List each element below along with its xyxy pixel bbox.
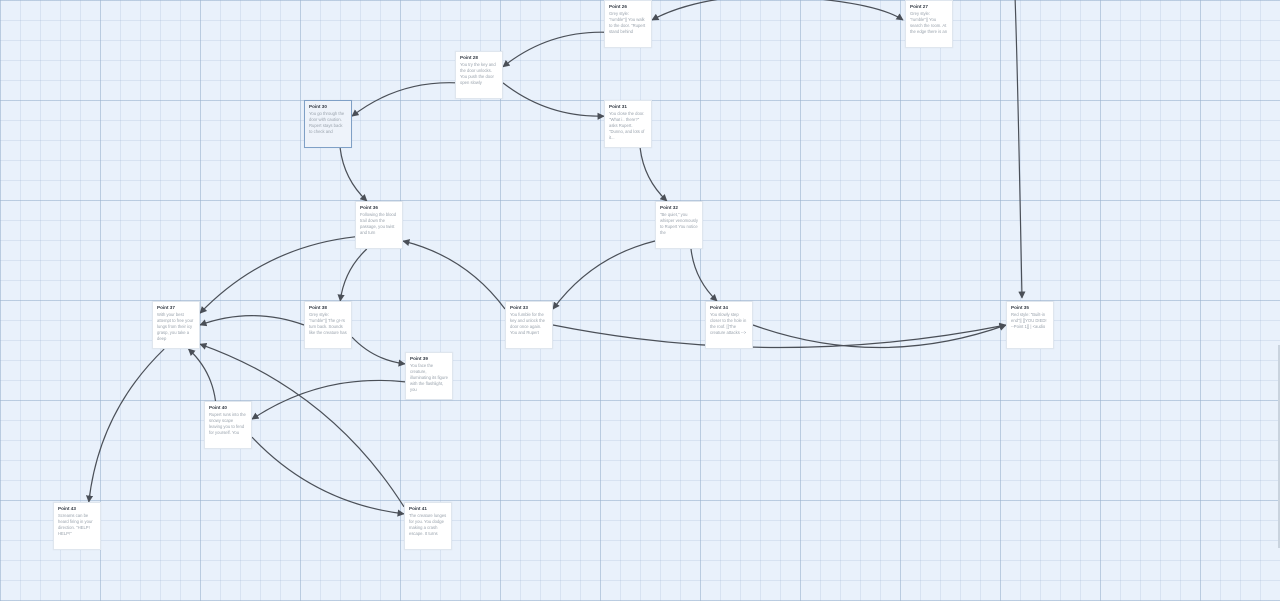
passage-title: Point 28 bbox=[460, 55, 478, 60]
passage-card-point-37[interactable]: Point 37 With your best attempt to free … bbox=[152, 301, 200, 349]
passage-link bbox=[339, 147, 368, 202]
passage-card-point-32[interactable]: Point 32 "Be quiet," you whisper venomou… bbox=[655, 201, 703, 249]
passage-card-point-34[interactable]: Point 34 You slowly step closer to the h… bbox=[705, 301, 753, 349]
passage-title: Point 38 bbox=[309, 305, 327, 310]
passage-card-point-39[interactable]: Point 39 You face the creature, illumina… bbox=[405, 352, 453, 400]
passage-title: Point 40 bbox=[209, 405, 227, 410]
passage-title: Point 31 bbox=[609, 104, 627, 109]
passage-card-point-35[interactable]: Point 35 Red style: "Built-in end"|| [[Y… bbox=[1006, 301, 1054, 349]
passage-excerpt: Screams can be heard firing in your dire… bbox=[58, 513, 93, 536]
passage-link bbox=[251, 436, 405, 517]
passage-link bbox=[502, 82, 605, 120]
passage-card-point-43[interactable]: Point 43 Screams can be heard firing in … bbox=[53, 502, 101, 550]
passage-title: Point 35 bbox=[1011, 305, 1029, 310]
passage-link bbox=[651, 0, 718, 21]
passage-card-point-38[interactable]: Point 38 Grey style: "rumble"|| The gr-r… bbox=[304, 301, 352, 349]
passage-excerpt: You face the creature, illuminating its … bbox=[410, 363, 448, 392]
passage-link bbox=[502, 31, 605, 68]
passage-link bbox=[552, 322, 1007, 349]
passage-link bbox=[1014, 0, 1026, 299]
passage-link bbox=[351, 82, 456, 117]
vertical-scrollbar[interactable] bbox=[1278, 345, 1280, 548]
passage-title: Point 36 bbox=[360, 205, 378, 210]
passage-link bbox=[402, 239, 506, 310]
passage-card-point-33[interactable]: Point 33 You fumble for the key and unlo… bbox=[505, 301, 553, 349]
passage-excerpt: You slowly step closer to the hole in th… bbox=[710, 312, 747, 335]
passage-title: Point 26 bbox=[609, 4, 627, 9]
passage-title: Point 30 bbox=[309, 104, 327, 109]
passage-card-point-28[interactable]: Point 28 You try the key and the door un… bbox=[455, 51, 503, 99]
passage-title: Point 27 bbox=[910, 4, 928, 9]
passage-excerpt: Grey style: "rumble"|| You search the ro… bbox=[910, 11, 948, 34]
passage-card-point-36[interactable]: Point 36 Following the blood trail down … bbox=[355, 201, 403, 249]
passage-card-point-31[interactable]: Point 31 You close the door. "What i.. t… bbox=[604, 100, 652, 148]
passage-excerpt: Grey style: "rumble"|| The gr-rs turn ba… bbox=[309, 312, 347, 335]
passage-link bbox=[552, 240, 656, 310]
passage-link bbox=[639, 147, 668, 202]
passage-link bbox=[351, 336, 406, 367]
passage-excerpt: The creature lunges for you. You dodge m… bbox=[409, 513, 447, 536]
passage-link bbox=[251, 379, 406, 420]
passage-excerpt: "Be quiet," you whisper venomously to Ru… bbox=[660, 212, 698, 235]
passage-excerpt: Red style: "Built-in end"|| [[YOU DIED! … bbox=[1011, 312, 1047, 329]
passage-link bbox=[752, 323, 1007, 349]
passage-title: Point 33 bbox=[510, 305, 528, 310]
passage-card-point-40[interactable]: Point 40 Rupert runs into the snowy scap… bbox=[204, 401, 252, 449]
passage-excerpt: You try the key and the door unlocks. Yo… bbox=[460, 62, 496, 85]
passage-card-point-30[interactable]: Point 30 You go through the door with ca… bbox=[304, 100, 352, 148]
passage-card-point-41[interactable]: Point 41 The creature lunges for you. Yo… bbox=[404, 502, 452, 550]
passage-title: Point 43 bbox=[58, 506, 76, 511]
passage-excerpt: You fumble for the key and unlock the do… bbox=[510, 312, 545, 335]
passage-link bbox=[337, 248, 368, 302]
passage-title: Point 39 bbox=[410, 356, 428, 361]
passage-excerpt: You go through the door with caution. Ru… bbox=[309, 111, 345, 134]
passage-title: Point 41 bbox=[409, 506, 427, 511]
passage-link bbox=[187, 348, 217, 402]
passage-link bbox=[199, 315, 305, 327]
passage-excerpt: With your best attempt to free your lung… bbox=[157, 312, 194, 341]
passage-title: Point 32 bbox=[660, 205, 678, 210]
passage-excerpt: You close the door. "What i.. there?" as… bbox=[609, 111, 645, 140]
passage-excerpt: Grey style: "rumble"|| You walk to the d… bbox=[609, 11, 646, 34]
passage-card-point-26[interactable]: Point 26 Grey style: "rumble"|| You walk… bbox=[604, 0, 652, 48]
passage-excerpt: Rupert runs into the snowy scape leaving… bbox=[209, 412, 246, 435]
passage-link bbox=[822, 0, 904, 21]
passage-link bbox=[85, 348, 165, 503]
passage-card-point-27[interactable]: Point 27 Grey style: "rumble"|| You sear… bbox=[905, 0, 953, 48]
passage-title: Point 34 bbox=[710, 305, 728, 310]
passage-title: Point 37 bbox=[157, 305, 175, 310]
passage-excerpt: Following the blood trail down the passa… bbox=[360, 212, 397, 235]
passage-link bbox=[690, 248, 718, 302]
